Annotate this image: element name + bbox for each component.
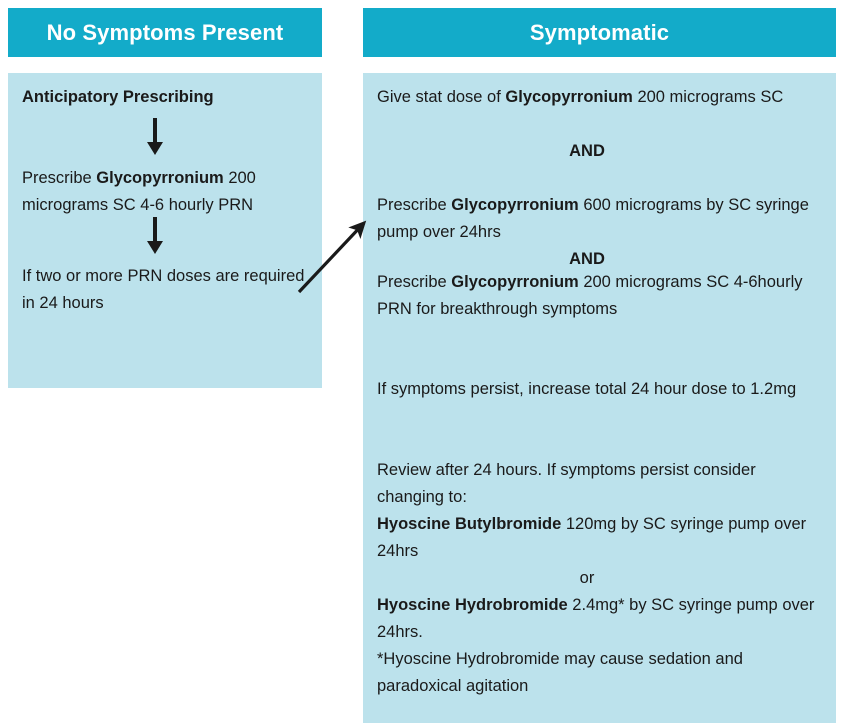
panel-header-symptomatic: Symptomatic: [363, 8, 836, 57]
down-arrow-icon-left-2: [147, 217, 163, 254]
panel-header-no-symptoms-label: No Symptoms Present: [46, 19, 284, 45]
panel-header-symptomatic-label: Symptomatic: [529, 19, 670, 45]
rich-text-prescribe-glyco-600: Prescribe Glycopyrronium 600 micrograms …: [377, 196, 814, 241]
panel-header-no-symptoms: No Symptoms Present: [8, 8, 322, 57]
text-connector-and-2: AND: [569, 250, 605, 268]
rich-text-prescribe-glyco-breakthrough: Prescribe Glycopyrronium 200 micrograms …: [377, 273, 808, 318]
text-give-stat-dose: Give stat dose of Glycopyrronium 200 mic…: [377, 84, 817, 111]
text-review-after-24-hours: Review after 24 hours. If symptoms persi…: [377, 457, 827, 565]
text-hyoscine-hydrobromide: Hyoscine Hydrobromide 2.4mg* by SC syrin…: [377, 592, 827, 700]
text-anticipatory-prescribing: Anticipatory Prescribing: [22, 88, 214, 106]
text-prescribe-glycopyrronium-600: Prescribe Glycopyrronium 600 micrograms …: [377, 192, 827, 246]
text-prescribe-glycopyrronium-prn: Prescribe Glycopyrronium 200 micrograms …: [22, 165, 318, 219]
text-two-or-more-prn: If two or more PRN doses are required in…: [22, 267, 310, 312]
text-connector-or: or: [579, 569, 595, 587]
text-connector-and-1: AND: [569, 142, 605, 160]
text-prescribe-glycopyrronium-breakthrough: Prescribe Glycopyrronium 200 micrograms …: [377, 269, 827, 323]
panel-body-no-symptoms: Anticipatory Prescribing Prescribe Glyco…: [8, 73, 322, 388]
panel-body-symptomatic: Give stat dose of Glycopyrronium 200 mic…: [363, 73, 836, 723]
text-increase-total-dose: If symptoms persist, increase total 24 h…: [377, 380, 797, 398]
rich-text-hyoscine-hydrobromide: Hyoscine Hydrobromide 2.4mg* by SC syrin…: [377, 596, 820, 695]
rich-text-prescribe-glyco-prn: Prescribe Glycopyrronium 200 micrograms …: [22, 169, 261, 214]
rich-text-review-24-hours: Review after 24 hours. If symptoms persi…: [377, 461, 811, 560]
down-arrow-icon-left-1: [147, 118, 163, 155]
rich-text-give-stat-dose: Give stat dose of Glycopyrronium 200 mic…: [377, 88, 784, 106]
